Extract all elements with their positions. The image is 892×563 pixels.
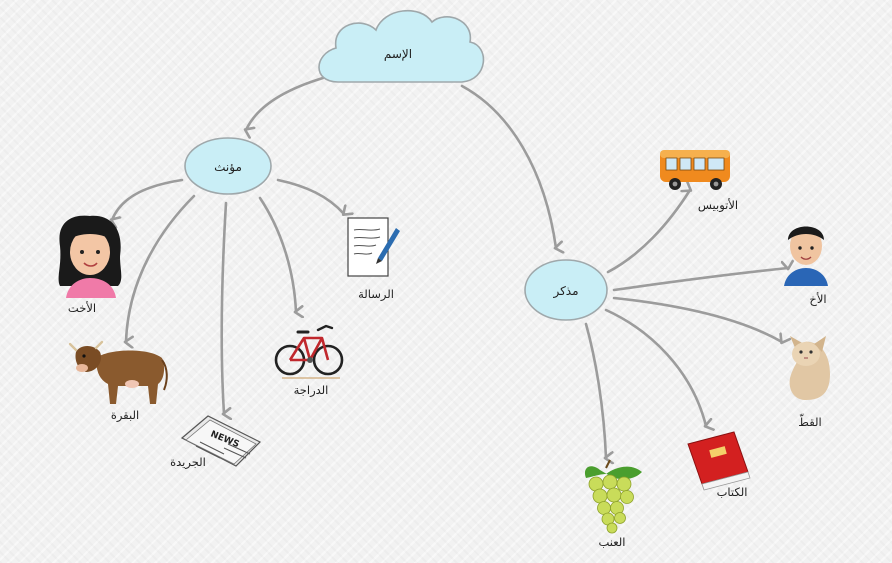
bicycle-label: الدراجة: [294, 383, 329, 398]
arrow-masculine-grapes: [584, 322, 606, 458]
cow-icon: [68, 340, 168, 404]
arrow-feminine-bicycle: [258, 196, 296, 312]
newspaper-icon: NEWS: [180, 415, 262, 467]
boy-icon: [784, 226, 828, 286]
grapes-label: العنب: [598, 535, 625, 549]
brother-label: الأخ: [809, 292, 826, 306]
arrow-feminine-letter: [276, 178, 344, 214]
masculine-node: مذكر: [524, 259, 608, 321]
arrow-feminine-newspaper: [220, 201, 226, 414]
cat-icon: [789, 336, 830, 400]
newspaper-label: الجريدة: [170, 455, 206, 470]
arrow-feminine-cow: [126, 194, 196, 342]
arrow-masculine-brother: [612, 268, 788, 292]
arrow-masculine-cat: [612, 296, 782, 342]
bicycle-icon: [274, 324, 344, 379]
masculine-label: مذكر: [552, 284, 578, 299]
arrow-root-masculine: [460, 84, 556, 248]
girl-icon: [58, 215, 122, 298]
arrow-feminine-sister: [112, 178, 184, 220]
grapes-icon: [584, 459, 642, 534]
letter-label: الرسالة: [358, 287, 394, 302]
root-label: الإسم: [384, 47, 412, 61]
arrow-masculine-book: [604, 308, 706, 426]
book-label: الكتاب: [717, 485, 748, 499]
cat-label: القطّ: [798, 413, 821, 429]
letter-icon: [347, 217, 400, 277]
arrow-root-feminine: [246, 76, 325, 130]
bus-icon: [660, 150, 730, 190]
feminine-label: مؤنث: [214, 160, 242, 175]
book-icon: [687, 431, 751, 491]
cow-label: البقرة: [111, 408, 139, 423]
sister-label: الأخت: [68, 301, 96, 315]
feminine-node: مؤنث: [184, 137, 272, 195]
arrow-masculine-bus: [606, 190, 690, 274]
connectors: [112, 76, 788, 458]
bus-label: الأتوبيس: [698, 198, 738, 213]
root-cloud: الإسم: [318, 9, 485, 83]
